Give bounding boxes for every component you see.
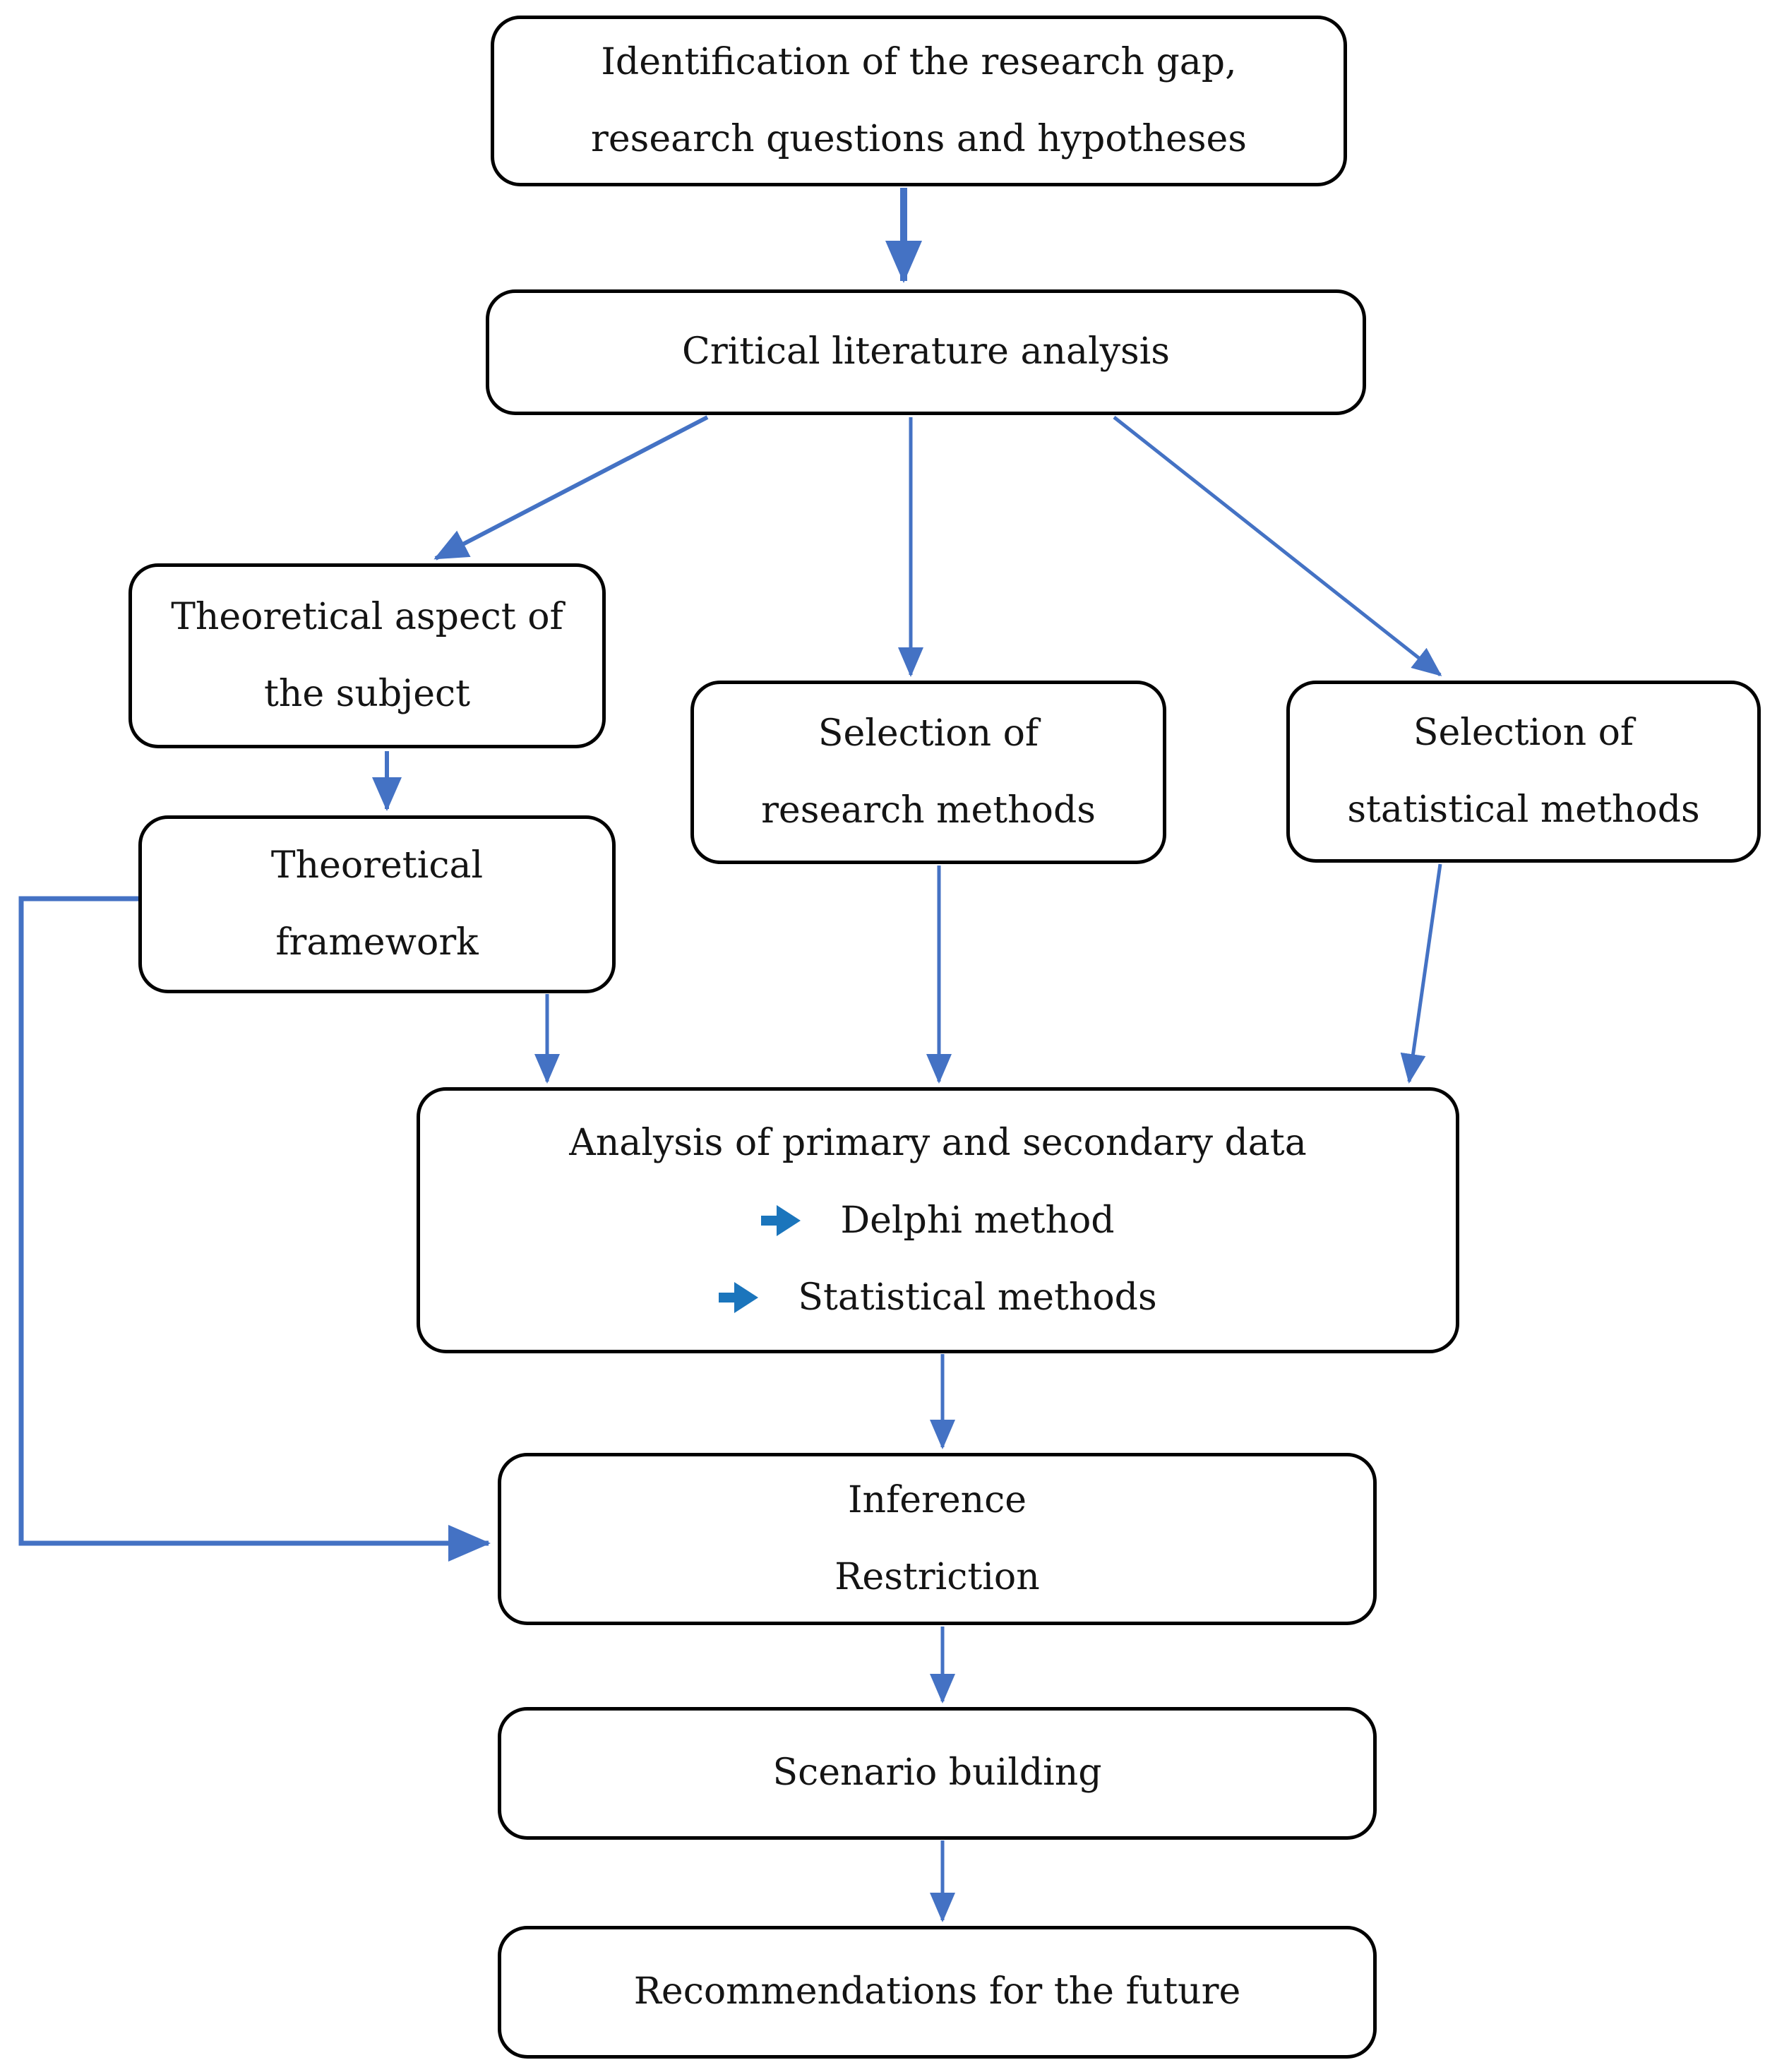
node-analysis-title: Analysis of primary and secondary data bbox=[569, 1121, 1307, 1164]
node-theoretical-aspect-line-1: Theoretical aspect of bbox=[171, 595, 563, 638]
node-inference-restriction: Inference Restriction bbox=[498, 1453, 1377, 1625]
node-identification-line-1: Identification of the research gap, bbox=[601, 40, 1237, 83]
bullet-label: Statistical methods bbox=[798, 1276, 1157, 1319]
node-selection-research-methods: Selection of research methods bbox=[690, 681, 1166, 864]
node-scenario-building: Scenario building bbox=[498, 1707, 1377, 1840]
node-recommendations: Recommendations for the future bbox=[498, 1926, 1377, 2059]
node-identification: Identification of the research gap, rese… bbox=[491, 16, 1347, 186]
node-selection-research-line-2: research methods bbox=[761, 789, 1096, 832]
arrow-right-icon bbox=[761, 1202, 802, 1239]
node-identification-line-2: research questions and hypotheses bbox=[591, 118, 1247, 160]
node-theoretical-aspect: Theoretical aspect of the subject bbox=[128, 563, 606, 748]
node-theoretical-framework: Theoretical framework bbox=[138, 815, 616, 993]
connector-critical-statistical bbox=[1113, 416, 1442, 676]
node-theoretical-framework-line-1: Theoretical bbox=[270, 844, 484, 887]
arrow-right-icon bbox=[719, 1279, 760, 1316]
node-analysis-primary-secondary-data: Analysis of primary and secondary data D… bbox=[417, 1087, 1459, 1353]
node-recommendations-line: Recommendations for the future bbox=[633, 1970, 1241, 2013]
node-inference-line-1: Inference bbox=[847, 1478, 1027, 1521]
node-inference-line-2: Restriction bbox=[834, 1556, 1040, 1598]
connector-statistical-analysis bbox=[1400, 863, 1442, 1084]
node-selection-statistical-line-1: Selection of bbox=[1413, 711, 1634, 754]
connector-critical-aspect bbox=[433, 415, 709, 561]
bullet-item-delphi: Delphi method bbox=[761, 1182, 1115, 1259]
node-scenario-line: Scenario building bbox=[772, 1751, 1102, 1795]
node-selection-statistical-methods: Selection of statistical methods bbox=[1286, 681, 1761, 863]
bullet-item-statistical: Statistical methods bbox=[719, 1259, 1157, 1336]
node-critical-literature-analysis: Critical literature analysis bbox=[486, 289, 1366, 415]
node-selection-research-line-1: Selection of bbox=[818, 712, 1039, 755]
bullet-label: Delphi method bbox=[840, 1199, 1115, 1242]
node-selection-statistical-line-2: statistical methods bbox=[1347, 789, 1700, 831]
node-theoretical-aspect-line-2: the subject bbox=[263, 673, 471, 715]
node-critical-line: Critical literature analysis bbox=[682, 330, 1170, 373]
node-theoretical-framework-line-2: framework bbox=[275, 921, 479, 964]
